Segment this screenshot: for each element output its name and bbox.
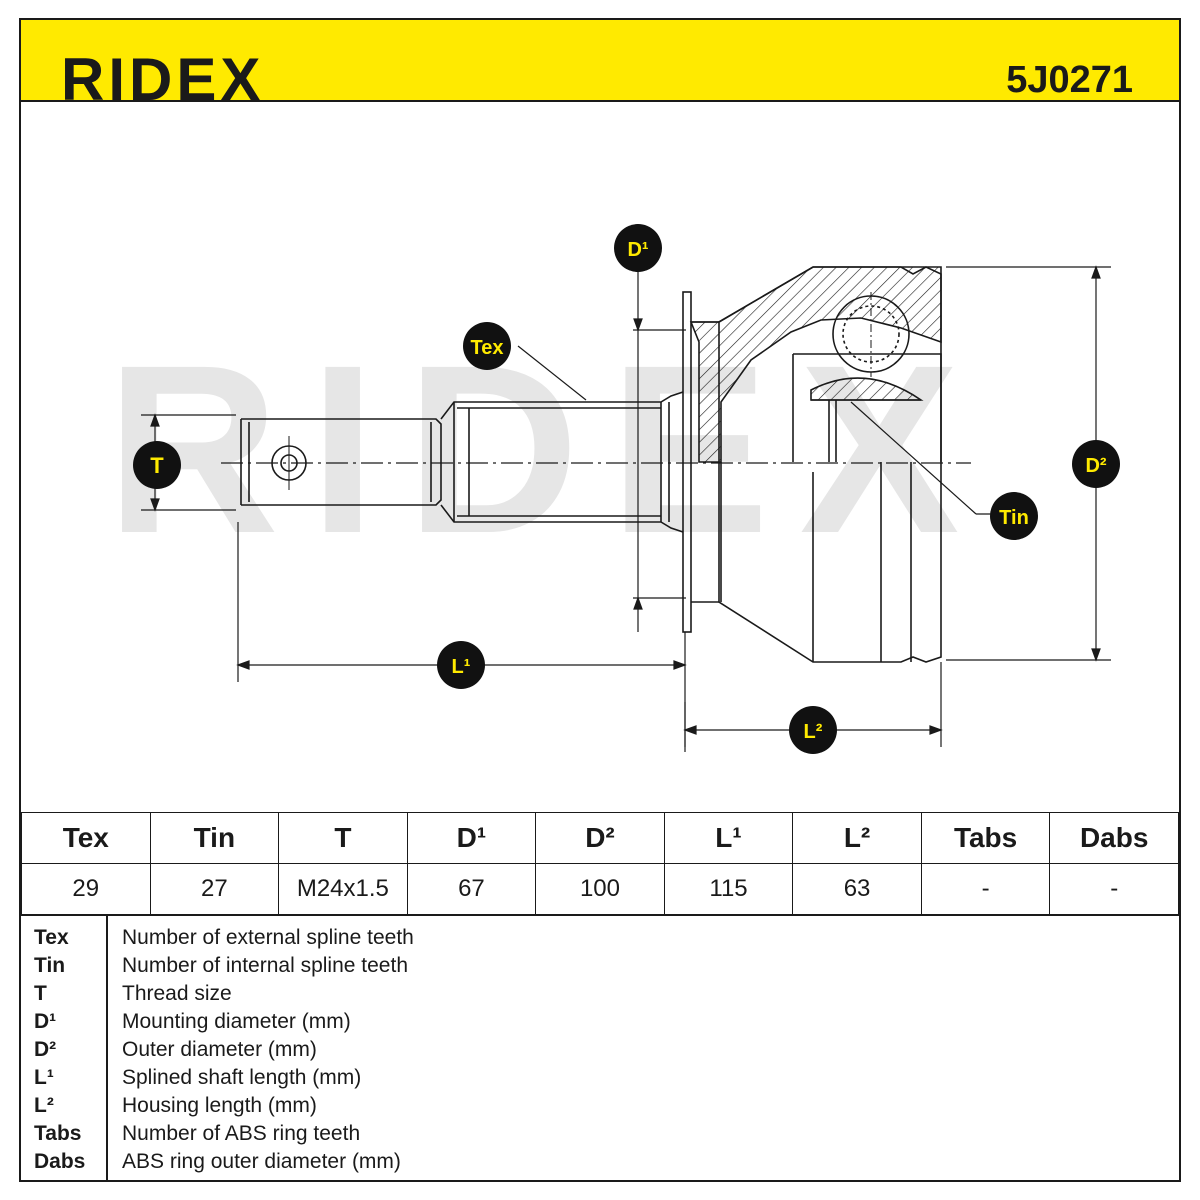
- spec-header-row: Tex Tin T D¹ D² L¹ L² Tabs Dabs: [21, 812, 1179, 864]
- spec-value-t: M24x1.5: [278, 863, 408, 915]
- spec-header-tabs: Tabs: [920, 812, 1051, 864]
- badge-l1: L¹: [437, 641, 485, 689]
- legend-row: L¹ Splined shaft length (mm): [21, 1064, 1179, 1092]
- legend-row: L² Housing length (mm): [21, 1092, 1179, 1120]
- svg-text:L¹: L¹: [452, 656, 471, 678]
- legend-row: Tin Number of internal spline teeth: [21, 952, 1179, 980]
- legend-key: Tabs: [34, 1122, 82, 1145]
- legend-row: Tabs Number of ABS ring teeth: [21, 1120, 1179, 1148]
- spec-value-tex: 29: [21, 863, 151, 915]
- legend-desc: Outer diameter (mm): [122, 1038, 317, 1061]
- spec-value-l1: 115: [663, 863, 794, 915]
- spec-value-dabs: -: [1049, 863, 1179, 915]
- dimension-t: [141, 413, 236, 512]
- legend-key: Tin: [34, 954, 66, 977]
- legend-desc: Number of external spline teeth: [122, 926, 414, 949]
- spec-header-tin: Tin: [149, 812, 280, 864]
- joint-housing: [689, 266, 942, 663]
- legend-desc: Mounting diameter (mm): [122, 1010, 351, 1033]
- spec-value-tabs: -: [920, 863, 1051, 915]
- legend-desc: Thread size: [122, 982, 232, 1005]
- spec-value-tin: 27: [149, 863, 280, 915]
- part-number: 5J0271: [1006, 59, 1133, 101]
- badge-tin: Tin: [990, 492, 1038, 540]
- badge-l2: L²: [789, 706, 837, 754]
- spec-header-d2: D²: [535, 812, 665, 864]
- legend-desc: Number of internal spline teeth: [122, 954, 408, 977]
- page-frame: [19, 18, 1181, 1182]
- spec-header-d1: D¹: [406, 812, 537, 864]
- legend-row: Dabs ABS ring outer diameter (mm): [21, 1148, 1179, 1176]
- technical-drawing: RIDEX: [21, 102, 1179, 812]
- badge-tex: Tex: [463, 322, 511, 370]
- svg-text:D¹: D¹: [627, 239, 648, 261]
- spec-header-tex: Tex: [21, 812, 151, 864]
- legend-key: T: [34, 982, 47, 1005]
- legend-desc: Splined shaft length (mm): [122, 1066, 362, 1089]
- legend-desc: Housing length (mm): [122, 1094, 317, 1117]
- spec-header-l1: L¹: [663, 812, 794, 864]
- svg-text:Tin: Tin: [999, 507, 1029, 529]
- badge-t: T: [133, 441, 181, 489]
- legend-key: D²: [34, 1038, 57, 1061]
- legend-desc: Number of ABS ring teeth: [122, 1122, 361, 1145]
- dimension-d1: [633, 272, 686, 632]
- legend-key: Dabs: [34, 1150, 86, 1173]
- svg-text:D²: D²: [1085, 455, 1106, 477]
- badge-d2: D²: [1072, 440, 1120, 488]
- svg-text:T: T: [150, 453, 164, 478]
- legend-row: D¹ Mounting diameter (mm): [21, 1008, 1179, 1036]
- legend: Tex Number of external spline teeth Tin …: [21, 914, 1179, 1182]
- legend-row: T Thread size: [21, 980, 1179, 1008]
- threaded-end: [240, 418, 442, 506]
- spec-header-dabs: Dabs: [1049, 812, 1179, 864]
- spec-table: Tex Tin T D¹ D² L¹ L² Tabs Dabs 29 27 M2…: [21, 812, 1179, 915]
- spec-header-l2: L²: [792, 812, 922, 864]
- spec-value-d2: 100: [535, 863, 665, 915]
- spec-value-d1: 67: [406, 863, 537, 915]
- header-bar: RIDEX 5J0271: [21, 20, 1179, 113]
- spec-value-row: 29 27 M24x1.5 67 100 115 63 - -: [21, 863, 1179, 915]
- svg-text:Tex: Tex: [471, 337, 504, 359]
- spec-header-t: T: [278, 812, 408, 864]
- splined-shaft: [440, 391, 684, 533]
- legend-row: D² Outer diameter (mm): [21, 1036, 1179, 1064]
- brand-logo: RIDEX: [61, 46, 265, 113]
- legend-key: L²: [34, 1094, 54, 1117]
- legend-desc: ABS ring outer diameter (mm): [122, 1150, 401, 1173]
- legend-key: Tex: [34, 926, 69, 949]
- legend-key: L¹: [34, 1066, 54, 1089]
- legend-key: D¹: [34, 1010, 57, 1033]
- legend-divider: [106, 916, 108, 1182]
- legend-row: Tex Number of external spline teeth: [21, 924, 1179, 952]
- badge-d1: D¹: [614, 224, 662, 272]
- svg-text:L²: L²: [804, 721, 823, 743]
- spec-value-l2: 63: [792, 863, 922, 915]
